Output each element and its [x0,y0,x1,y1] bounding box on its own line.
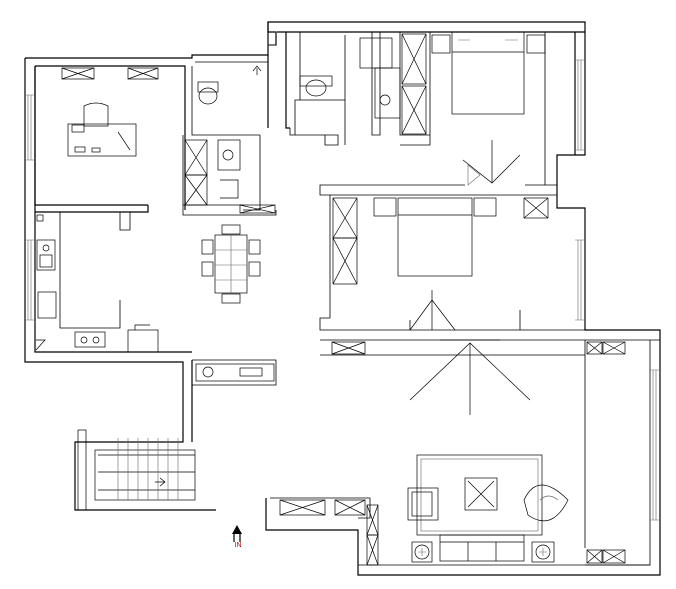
bed-master [431,31,546,115]
bed-second [373,197,497,277]
door-swings [220,65,531,415]
living-room-set [407,454,569,563]
entry-cabinet [195,363,275,382]
entrance-label: IN [234,542,242,549]
staircase [77,429,196,511]
windows [25,44,660,521]
kitchen-fixtures [35,214,159,353]
bathroom-fixtures [197,37,401,171]
storage-cabinets [61,33,626,566]
exterior-walls [24,21,661,576]
interior-walls [59,32,660,566]
study-desk [67,102,137,157]
dining-table [201,224,261,304]
entrance-arrow [232,525,242,542]
